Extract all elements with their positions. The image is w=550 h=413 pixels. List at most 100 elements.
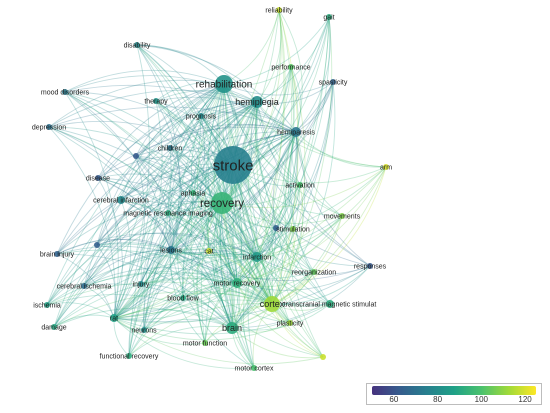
node-damage[interactable] — [51, 324, 57, 330]
node-blood-flow[interactable] — [180, 295, 186, 301]
node-disability[interactable] — [134, 42, 140, 48]
node-motor-function[interactable] — [202, 340, 208, 346]
link-hemiplegia-activation — [256, 101, 301, 186]
link-rat-motor-cortex — [113, 317, 255, 369]
link-stroke-gait — [232, 16, 330, 166]
link-infarction-disability — [136, 44, 258, 258]
link-hemiparesis-performance — [290, 66, 302, 133]
link-hemiparesis-small-node-a — [284, 131, 324, 358]
node-motor-recovery[interactable] — [232, 278, 242, 288]
label-stimulation: stimulation — [276, 226, 310, 233]
link-brain-neurons — [143, 318, 233, 331]
link-rehabilitation-hemiparesis — [223, 83, 297, 133]
node-spasticity[interactable] — [330, 79, 336, 85]
link-infarction-small-node-c — [135, 155, 258, 258]
node-performance[interactable] — [288, 64, 294, 70]
link-hemiparesis-disease — [97, 126, 297, 179]
node-functional-recovery[interactable] — [126, 353, 132, 359]
link-lesions-transcranial-magnetic-stimulation — [170, 249, 331, 306]
node-gait[interactable] — [326, 14, 332, 20]
link-rat-magnetic-resonance-imaging — [113, 212, 169, 319]
node-injury[interactable] — [138, 281, 144, 287]
node-small-node-a[interactable] — [320, 354, 326, 360]
link-hemiplegia-small-node-a — [255, 101, 324, 358]
node-arm[interactable] — [383, 164, 389, 170]
link-recovery-gait — [221, 16, 330, 204]
node-neurons[interactable] — [141, 327, 147, 333]
link-lesions-small-node-c — [135, 155, 172, 251]
link-motor-recovery-mood-disorders — [64, 91, 238, 284]
node-cerebral-infarction[interactable] — [117, 196, 125, 204]
node-depression[interactable] — [46, 124, 52, 130]
node-ischemia[interactable] — [44, 302, 50, 308]
link-hemiplegia-damage — [53, 101, 258, 328]
link-cortex-cat — [208, 250, 273, 305]
node-children[interactable] — [167, 145, 173, 151]
node-plasticity[interactable] — [287, 320, 293, 326]
node-disease[interactable] — [95, 175, 101, 181]
link-motor-recovery-arm — [236, 166, 387, 284]
node-recovery[interactable] — [211, 192, 233, 214]
node-infarction[interactable] — [252, 252, 262, 262]
link-recovery-cerebral-ischemia — [83, 202, 223, 287]
link-infarction-arm — [256, 166, 387, 258]
link-stroke-neurons — [143, 164, 234, 331]
link-hemiplegia-lesions — [170, 101, 258, 251]
link-rat-cat — [113, 250, 210, 319]
link-brain-movements — [231, 215, 343, 329]
legend-color-bar — [372, 386, 536, 395]
link-motor-recovery-small-node-d — [236, 227, 277, 284]
node-small-node-c[interactable] — [133, 153, 139, 159]
node-motor-cortex[interactable] — [251, 365, 257, 371]
node-rat[interactable] — [110, 314, 118, 322]
link-hemiparesis-reliability — [278, 9, 303, 133]
link-infarction-magnetic-resonance-imaging — [167, 212, 258, 258]
node-cortex[interactable] — [264, 296, 280, 312]
link-hemiparesis-children — [169, 124, 297, 149]
link-lesions-motor-recovery — [170, 249, 238, 284]
node-reorganization[interactable] — [311, 269, 317, 275]
link-rat-children — [113, 147, 172, 319]
link-recovery-reorganization — [221, 202, 315, 273]
link-rat-mood-disorders — [64, 91, 119, 319]
node-movements[interactable] — [339, 213, 345, 219]
node-stroke[interactable] — [214, 146, 252, 184]
node-reliability[interactable] — [276, 7, 282, 13]
link-cortex-small-node-c — [135, 155, 273, 305]
link-lesions-activation — [170, 184, 301, 251]
node-responses[interactable] — [367, 263, 373, 269]
node-cerebral-ischemia[interactable] — [81, 283, 87, 289]
node-brain[interactable] — [226, 322, 238, 334]
link-infarction-blood-flow — [182, 256, 258, 299]
node-activation[interactable] — [297, 182, 303, 188]
link-brain-activation — [231, 184, 301, 329]
node-transcranial-magnetic-stimulation[interactable] — [326, 300, 334, 308]
node-brain-injury[interactable] — [54, 251, 60, 257]
node-therapy[interactable] — [153, 98, 159, 104]
link-rehabilitation-spasticity — [223, 81, 334, 96]
node-rehabilitation[interactable] — [215, 75, 233, 93]
link-brain-prognosis — [200, 115, 242, 329]
node-magnetic-resonance-imaging[interactable] — [165, 210, 171, 216]
link-recovery-arm — [221, 166, 387, 208]
link-motor-recovery-cerebral-infarction — [120, 199, 238, 284]
link-hemiparesis-therapy — [155, 96, 297, 133]
link-lesions-small-node-b — [96, 238, 172, 251]
node-stimulation[interactable] — [290, 226, 296, 232]
node-cat[interactable] — [206, 248, 212, 254]
link-hemiparesis-spasticity — [295, 81, 334, 133]
link-cortex-small-node-b — [96, 243, 273, 305]
node-mood-disorders[interactable] — [62, 89, 68, 95]
node-small-node-d[interactable] — [273, 225, 279, 231]
link-brain-ischemia — [46, 294, 233, 329]
link-hemiparesis-small-node-d — [272, 131, 297, 229]
link-rat-hemiparesis — [113, 131, 297, 319]
node-small-node-b[interactable] — [94, 242, 100, 248]
node-prognosis[interactable] — [198, 113, 204, 119]
node-hemiparesis[interactable] — [291, 127, 301, 137]
node-lesions[interactable] — [167, 246, 175, 254]
link-cortex-depression — [48, 126, 273, 305]
label-depression: depression — [32, 124, 66, 131]
node-hemiplegia[interactable] — [251, 96, 263, 108]
node-aphasia[interactable] — [190, 190, 196, 196]
